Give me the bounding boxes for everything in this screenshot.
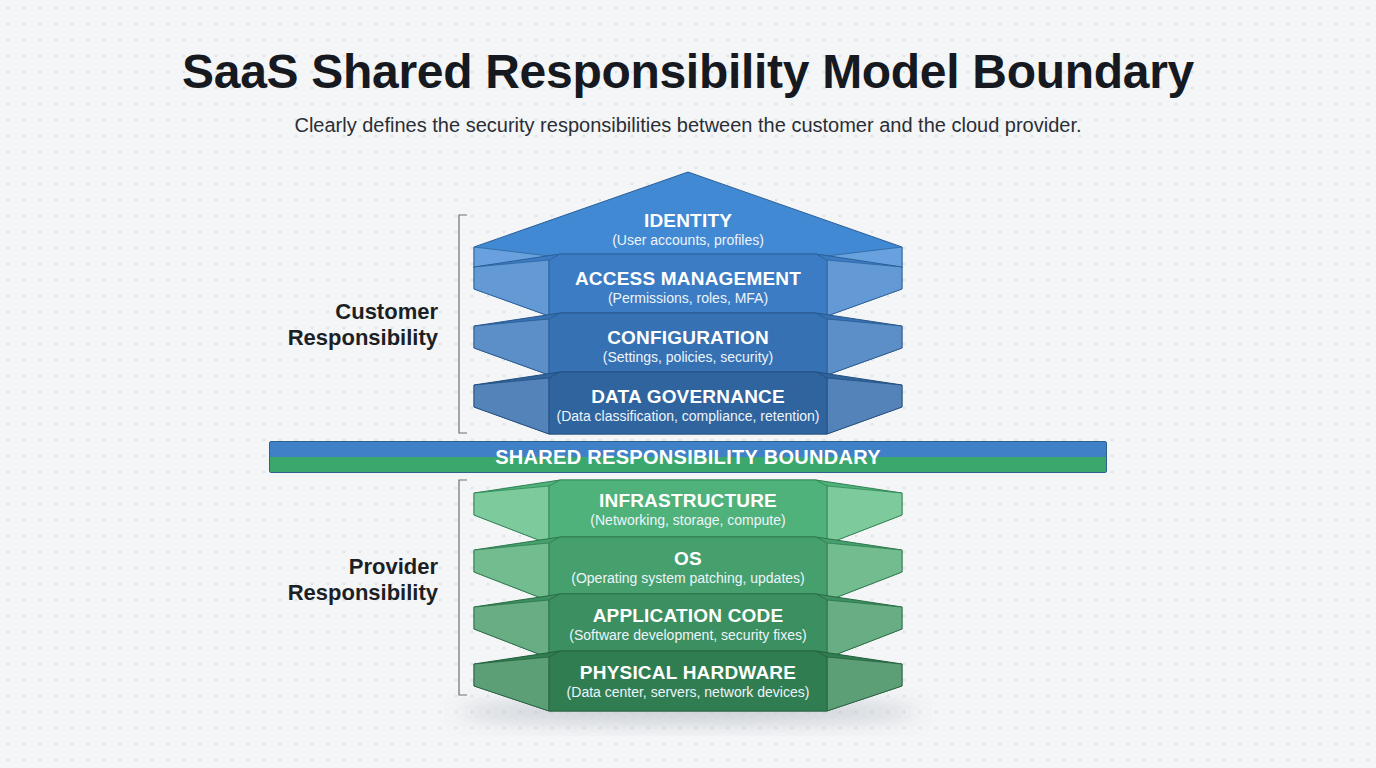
layer-description: (Settings, policies, security) [474,348,902,366]
layer-side-facet [474,486,549,544]
layer-side-facet [827,378,902,434]
stack-layer: PHYSICAL HARDWARE(Data center, servers, … [474,651,902,711]
layer-heading: PHYSICAL HARDWARE [474,662,902,683]
layer-outline [474,594,902,658]
stack-layer: INFRASTRUCTURE(Networking, storage, comp… [474,480,902,544]
stack-layer: APPLICATION CODE(Software development, s… [474,594,902,658]
responsibility-label: Customer Responsibility [238,299,438,351]
layer-side-facet [474,543,549,601]
layer-side-facet [474,657,549,711]
layer-heading: APPLICATION CODE [474,605,902,626]
layer-side-facet [474,600,549,658]
diagram-subtitle: Clearly defines the security responsibil… [0,114,1376,137]
layer-shape [474,537,902,601]
stack-layer: DATA GOVERNANCE(Data classification, com… [474,372,902,434]
stack-layer: ACCESS MANAGEMENT(Permissions, roles, MF… [474,254,902,316]
layer-side-facet [827,600,902,658]
layer-side-facet [474,260,549,316]
layer-side-facet [474,319,549,375]
layer-heading: DATA GOVERNANCE [474,386,902,407]
layer-side-facet [827,657,902,711]
stack-layer: CONFIGURATION(Settings, policies, securi… [474,313,902,375]
layer-heading: ACCESS MANAGEMENT [474,268,902,289]
boundary-band: SHARED RESPONSIBILITY BOUNDARY [269,441,1107,473]
layer-outline [474,313,902,375]
layer-texts: IDENTITY(User accounts, profiles) [474,210,902,249]
layer-heading: IDENTITY [474,210,902,231]
stack-layer: OS(Operating system patching, updates) [474,537,902,601]
layer-texts: CONFIGURATION(Settings, policies, securi… [474,327,902,366]
layer-heading: INFRASTRUCTURE [474,490,902,511]
layer-heading: OS [474,548,902,569]
layer-side-facet [827,319,902,375]
layer-side-facet [827,260,902,316]
diagram-title: SaaS Shared Responsibility Model Boundar… [0,44,1376,99]
layer-outline [474,372,902,434]
layer-texts: APPLICATION CODE(Software development, s… [474,605,902,644]
layer-description: (User accounts, profiles) [474,231,902,249]
layer-shape [474,594,902,658]
layer-texts: PHYSICAL HARDWARE(Data center, servers, … [474,662,902,701]
layer-outline [474,480,902,544]
layer-description: (Data classification, compliance, retent… [474,407,902,425]
provider-bracket [459,480,467,695]
layer-outline [474,537,902,601]
layer-front-face [549,594,827,658]
layer-heading: SHARED RESPONSIBILITY BOUNDARY [270,441,1106,473]
layer-side-facet [474,378,549,434]
customer-bracket [459,215,467,433]
layer-texts: OS(Operating system patching, updates) [474,548,902,587]
responsibility-label: Provider Responsibility [238,554,438,606]
layer-description: (Operating system patching, updates) [474,569,902,587]
layer-description: (Networking, storage, compute) [474,511,902,529]
layer-side-facet [827,543,902,601]
layer-description: (Permissions, roles, MFA) [474,289,902,307]
layer-description: (Software development, security fixes) [474,626,902,644]
layer-texts: ACCESS MANAGEMENT(Permissions, roles, MF… [474,268,902,307]
layer-outline [474,651,902,711]
layer-side-facet [827,486,902,544]
layer-front-face [549,537,827,601]
layer-texts: INFRASTRUCTURE(Networking, storage, comp… [474,490,902,529]
layer-texts: DATA GOVERNANCE(Data classification, com… [474,386,902,425]
layer-description: (Data center, servers, network devices) [474,683,902,701]
layer-texts: SHARED RESPONSIBILITY BOUNDARY [270,441,1106,473]
layer-outline [474,254,902,316]
layer-heading: CONFIGURATION [474,327,902,348]
